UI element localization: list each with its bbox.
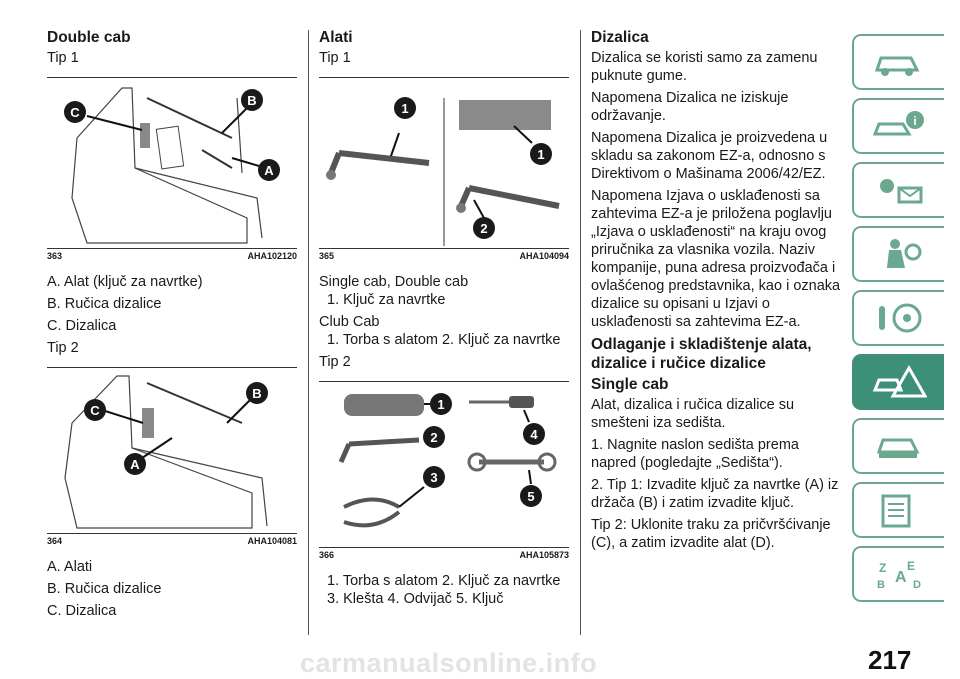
paragraph: Tip 2: Uklonite traku za pričvršćivanje … <box>591 517 831 551</box>
steering-key-icon <box>879 303 922 333</box>
svg-text:Z: Z <box>879 561 886 575</box>
figure-number: 365 <box>319 251 335 261</box>
list-item: 1. Torba s alatom 2. Ključ za navrtke <box>327 573 561 589</box>
tab-warnings[interactable] <box>852 162 944 218</box>
car-dashboard-icon <box>874 56 920 76</box>
emergency-icon <box>872 364 927 398</box>
tab-info[interactable]: i <box>852 98 944 154</box>
page-number: 217 <box>868 645 912 675</box>
section-heading: Alati <box>319 29 353 46</box>
svg-text:A: A <box>895 569 907 586</box>
callout-5: 5 <box>527 489 534 504</box>
callout-1: 1 <box>537 147 544 162</box>
chapter-tabs: i <box>852 34 944 610</box>
seat-airbag-icon <box>887 239 922 268</box>
figure-caption: 365 AHA104094 <box>319 251 569 261</box>
paragraph: 1. Nagnite naslon sedišta prema napred (… <box>591 437 799 471</box>
column-divider <box>308 30 309 635</box>
callout-c: C <box>90 403 100 418</box>
figure-365: 1 1 2 <box>319 77 569 249</box>
paragraph: Dizalica se koristi samo za zamenu puknu… <box>591 50 818 84</box>
list-item: A. Alati <box>47 559 93 575</box>
seat-jack-illustration: C B A <box>64 375 268 529</box>
svg-text:B: B <box>877 579 885 591</box>
figure-code: AHA105873 <box>519 550 569 560</box>
paragraph: Alat, dizalica i ručica dizalice su smeš… <box>591 397 795 431</box>
column-1: Double cab Tip 1 C B A 363 AHA102120 A. … <box>47 28 297 624</box>
section-heading: Odlaganje i skladištenje alata, dizalice… <box>591 336 812 372</box>
figure-code: AHA102120 <box>247 251 297 261</box>
tab-service[interactable] <box>852 418 944 474</box>
list-item: B. Ručica dizalice <box>47 296 162 312</box>
figure-number: 363 <box>47 251 63 261</box>
callout-3: 3 <box>430 470 437 485</box>
list-item: C. Dizalica <box>47 603 117 619</box>
section-heading: Dizalica <box>591 29 649 46</box>
callout-c: C <box>70 105 80 120</box>
paragraph: Napomena Izjava o usklađenosti sa zahtev… <box>591 188 841 330</box>
figure-363: C B A <box>47 77 297 249</box>
toolkit-illustration: 1 2 3 4 5 <box>338 393 557 528</box>
tab-safety[interactable] <box>852 226 944 282</box>
paragraph: Napomena Dizalica je proizvedena u sklad… <box>591 130 828 182</box>
figure-366: 1 2 3 4 5 <box>319 381 569 548</box>
callout-a: A <box>264 163 274 178</box>
callout-4: 4 <box>530 427 538 442</box>
paragraph: Napomena Dizalica ne iziskuje održavanje… <box>591 90 789 124</box>
figure-caption: 363 AHA102120 <box>47 251 297 261</box>
section-heading: Double cab <box>47 29 131 46</box>
callout-b: B <box>247 93 256 108</box>
list-item: 1. Torba s alatom 2. Ključ za navrtke <box>327 332 561 348</box>
paragraph: Single cab, Double cab <box>319 274 469 290</box>
paragraph: 2. Tip 1: Izvadite ključ za navrtke (A) … <box>591 477 839 511</box>
column-3: Dizalica Dizalica se koristi samo za zam… <box>591 28 841 556</box>
callout-a: A <box>130 457 140 472</box>
list-item: 3. Klešta 4. Odvijač 5. Ključ <box>327 591 504 607</box>
column-2: Alati Tip 1 1 1 2 365 AHA104094 Single c… <box>319 28 569 612</box>
warning-lights-icon <box>880 179 923 204</box>
list-item: C. Dizalica <box>47 318 117 334</box>
specifications-icon <box>881 494 911 528</box>
callout-2: 2 <box>480 221 487 236</box>
tab-starting[interactable] <box>852 290 944 346</box>
tab-dashboard[interactable] <box>852 34 944 90</box>
car-service-icon <box>876 438 920 458</box>
type-label: Tip 2 <box>47 340 79 356</box>
paragraph: Club Cab <box>319 314 380 330</box>
list-item: A. Alat (ključ za navrtke) <box>47 274 203 290</box>
list-item: 1. Ključ za navrtke <box>327 292 446 308</box>
figure-number: 366 <box>319 550 335 560</box>
watermark: carmanualsonline.info <box>300 648 598 678</box>
figure-caption: 364 AHA104081 <box>47 536 297 546</box>
callout-1: 1 <box>437 397 444 412</box>
figure-number: 364 <box>47 536 63 546</box>
type-label: Tip 2 <box>319 354 351 370</box>
callout-2: 2 <box>430 430 437 445</box>
seat-jack-illustration: C B A <box>64 87 280 244</box>
tab-index[interactable]: Z E A B D <box>852 546 944 602</box>
figure-caption: 366 AHA105873 <box>319 550 569 560</box>
type-label: Tip 1 <box>47 50 79 66</box>
svg-text:E: E <box>907 559 915 573</box>
type-label: Tip 1 <box>319 50 351 66</box>
figure-code: AHA104094 <box>519 251 569 261</box>
figure-code: AHA104081 <box>247 536 297 546</box>
column-divider <box>580 30 581 635</box>
figure-364: C B A <box>47 367 297 534</box>
callout-1: 1 <box>401 101 408 116</box>
car-info-icon: i <box>872 111 924 136</box>
tab-emergency[interactable] <box>852 354 944 410</box>
svg-text:D: D <box>913 579 921 591</box>
callout-b: B <box>252 386 261 401</box>
svg-text:i: i <box>913 114 916 128</box>
list-item: B. Ručica dizalice <box>47 581 162 597</box>
index-icon: Z E A B D <box>877 559 921 591</box>
subsection-heading: Single cab <box>591 376 669 393</box>
wheel-wrench-illustration: 1 1 2 <box>326 97 560 246</box>
tab-specifications[interactable] <box>852 482 944 538</box>
